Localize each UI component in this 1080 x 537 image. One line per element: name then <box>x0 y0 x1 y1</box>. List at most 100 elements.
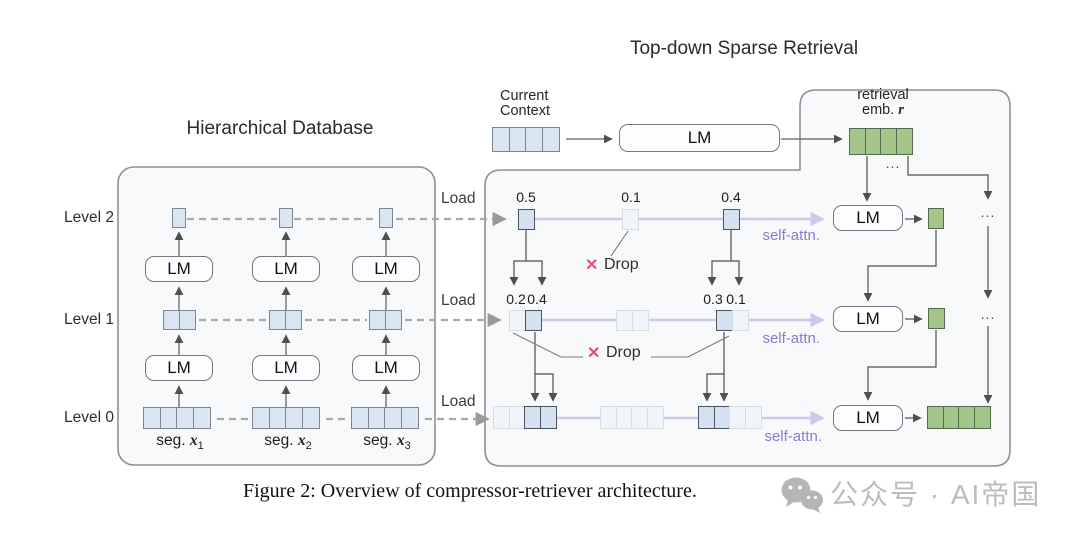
token-dropped <box>744 406 762 429</box>
expand-arrows <box>509 230 744 402</box>
watermark-text: 公众号 · AI帝国 <box>830 479 1042 510</box>
score-level1-2: 0.4 <box>527 291 547 307</box>
score-level1-3: 0.3 <box>703 291 723 307</box>
level0-segment <box>252 407 320 429</box>
level0-segment <box>600 406 664 429</box>
token-dropped <box>509 310 526 331</box>
lm-box: LM <box>252 355 320 381</box>
token-dropped <box>631 310 649 331</box>
embedding-token <box>849 128 866 155</box>
self-attn-label-level0: self-attn. <box>764 428 822 445</box>
drop-label-level2: Drop <box>604 256 639 273</box>
token-dropped <box>646 406 664 429</box>
token-loaded <box>524 310 542 331</box>
token <box>384 407 403 429</box>
level0-segment <box>351 407 419 429</box>
level1-token-pair <box>616 310 649 331</box>
token-dropped <box>729 406 747 429</box>
load-label-level1: Load <box>441 292 476 309</box>
drop-x-icon: ✕ <box>585 257 599 274</box>
token-dropped <box>616 310 633 331</box>
retrieval-output-level1 <box>928 308 945 329</box>
embedding-token <box>895 128 913 155</box>
load-label-level2: Load <box>441 190 476 207</box>
level2-token <box>172 208 186 228</box>
embedding-token <box>942 406 960 429</box>
retrieval-column-arrows <box>862 156 993 423</box>
lm-box: LM <box>252 256 320 282</box>
embedding-token <box>927 406 944 429</box>
level1-token-pair <box>163 310 196 330</box>
token <box>176 407 195 429</box>
self-attn-label-level1: self-attn. <box>762 330 820 347</box>
token <box>268 407 287 429</box>
retrieval-embedding-tokens <box>849 128 913 155</box>
level0-segment <box>698 406 762 429</box>
token-loaded <box>524 406 542 429</box>
level1-token-pair <box>509 310 542 331</box>
drop-x-icon: ✕ <box>587 345 601 362</box>
level1-token-pair <box>716 310 749 331</box>
drop-leader-lines <box>512 230 730 358</box>
level1-token-pair <box>369 310 402 330</box>
seg-x1-label: seg. x1 <box>156 432 204 453</box>
token <box>279 208 293 228</box>
token <box>252 407 270 429</box>
token <box>508 127 527 152</box>
token <box>379 208 393 228</box>
retrieval-output-level2 <box>928 208 944 229</box>
figure-caption: Figure 2: Overview of compressor-retriev… <box>243 480 697 502</box>
panel-outlines <box>117 89 1011 467</box>
retrieval-lm-level2: LM <box>833 205 903 231</box>
wechat-icon <box>781 477 823 513</box>
level2-token-dropped <box>622 209 639 230</box>
load-label-level0: Load <box>441 393 476 410</box>
token-dropped <box>508 406 526 429</box>
lm-box: LM <box>352 256 420 282</box>
lm-box: LM <box>145 355 213 381</box>
level0-segment <box>143 407 211 429</box>
compression-arrows <box>174 231 391 407</box>
seg-x2-label: seg. x2 <box>264 432 312 453</box>
level-1-label: Level 1 <box>64 311 114 328</box>
level1-token-pair <box>269 310 302 330</box>
left-panel-title: Hierarchical Database <box>186 118 374 139</box>
dashed-links <box>187 211 507 427</box>
token-dropped <box>493 406 510 429</box>
score-level2-1: 0.5 <box>516 189 536 205</box>
token-loaded <box>698 406 715 429</box>
current-context-label-line2: Context <box>500 103 550 119</box>
token <box>269 310 286 330</box>
embedding-token <box>880 128 898 155</box>
token <box>284 310 302 330</box>
token <box>178 310 196 330</box>
retrieval-output-level0 <box>927 406 991 429</box>
self-attn-label-level2: self-attn. <box>762 227 820 244</box>
lm-box: LM <box>145 256 213 282</box>
ellipsis-under-embedding: ... <box>885 155 901 171</box>
lm-box: LM <box>352 355 420 381</box>
token <box>369 310 386 330</box>
top-lm-box: LM <box>619 124 780 152</box>
embedding-token <box>928 208 944 229</box>
token-dropped <box>622 209 639 230</box>
token-loaded <box>518 209 535 230</box>
token-loaded <box>539 406 557 429</box>
token-loaded <box>716 310 733 331</box>
level2-token <box>279 208 293 228</box>
retrieval-emb-label-line1: retrieval <box>857 87 909 103</box>
token <box>384 310 402 330</box>
right-panel-title: Top-down Sparse Retrieval <box>629 38 859 59</box>
token <box>163 310 180 330</box>
token <box>301 407 320 429</box>
current-context-label-line1: Current <box>500 88 549 104</box>
token-loaded <box>723 209 740 230</box>
score-level1-4: 0.1 <box>726 291 746 307</box>
token <box>192 407 211 429</box>
token <box>400 407 419 429</box>
token <box>351 407 369 429</box>
token <box>172 208 186 228</box>
ellipsis-more-columns-mid: ... <box>980 306 996 322</box>
